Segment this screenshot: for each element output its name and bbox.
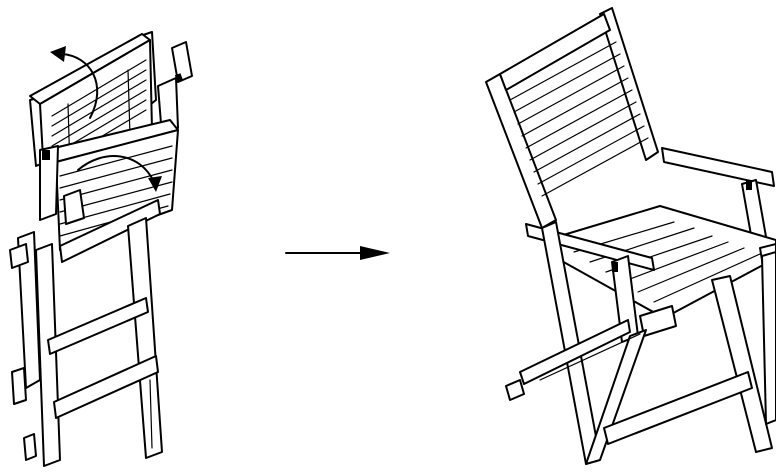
folded-chair-seat: [39, 119, 179, 251]
folded-chair-front-arm: [9, 199, 161, 269]
unfolded-chair-right-arm: [661, 147, 775, 253]
rotate-arrow-backrest-icon: [50, 46, 99, 119]
folded-chair-front-legs: [11, 217, 163, 467]
folded-chair-rungs: [23, 297, 159, 461]
unfolded-chair-front-legs: [585, 251, 776, 465]
unfolded-chair-seat: [559, 205, 776, 337]
right-arrow-icon: [285, 246, 390, 260]
folded-chair: [9, 31, 193, 467]
unfolded-chair-backrest: [485, 7, 659, 229]
unfolded-chair: [485, 7, 776, 465]
folded-chair-arm-post: [157, 41, 193, 137]
rotate-arrow-seat-icon: [77, 155, 162, 192]
unfolded-chair-rungs: [505, 319, 753, 445]
